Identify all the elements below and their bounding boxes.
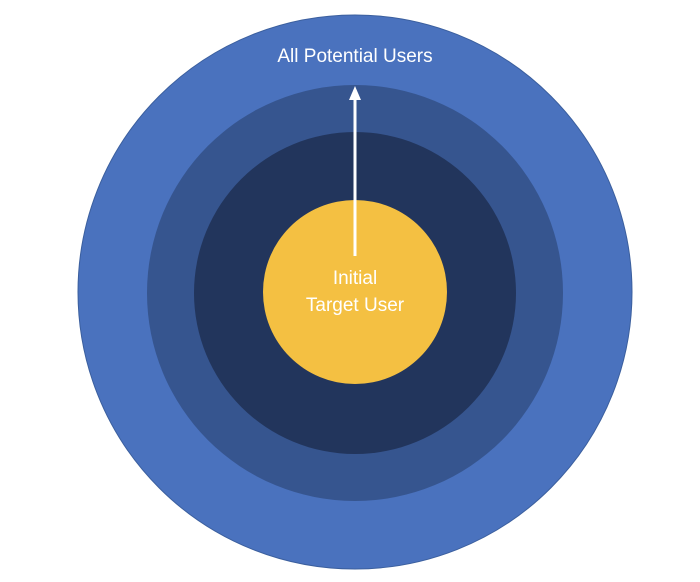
arrow-head-icon [349, 86, 361, 100]
core-label-line2: Target User [306, 295, 405, 316]
outer-label: All Potential Users [277, 46, 432, 67]
core-initial-target-user [263, 200, 447, 384]
core-label-line1: Initial [333, 268, 377, 289]
growth-arrow [349, 86, 361, 256]
